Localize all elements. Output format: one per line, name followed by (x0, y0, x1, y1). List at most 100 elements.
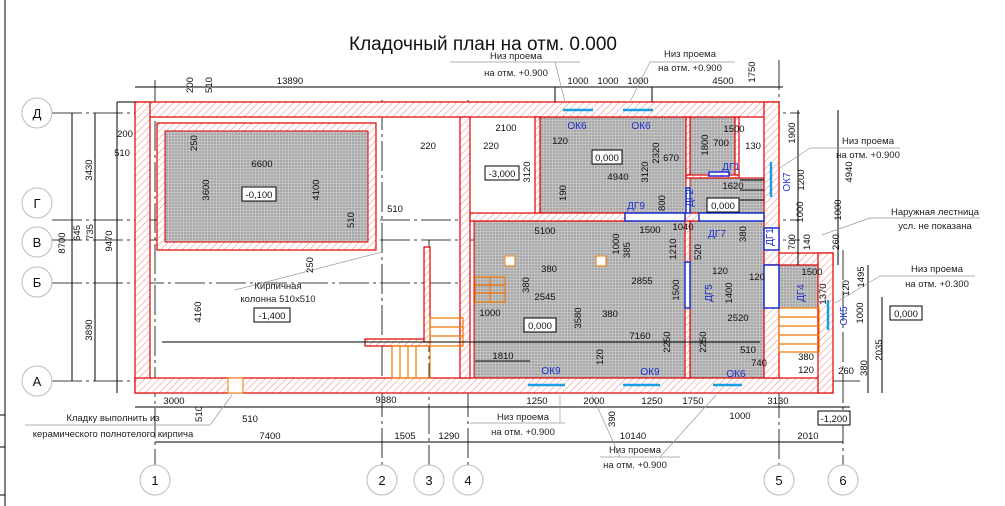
dim-text: 735 (85, 224, 96, 240)
column-opening (227, 377, 244, 394)
axis-label: 6 (839, 473, 846, 488)
axis-marker-col: 3 (413, 464, 445, 496)
dim-text: 2010 (797, 431, 818, 442)
dim-text: 4100 (311, 179, 322, 200)
dim-text: 5100 (534, 226, 555, 237)
dim-text: 4160 (193, 301, 204, 322)
dim-text: 200 (117, 129, 133, 140)
dim-text: 1200 (796, 169, 807, 190)
dim-text: 510 (387, 204, 403, 215)
dim-text: 120 (841, 280, 852, 296)
dim-text: 120 (798, 365, 814, 376)
dim-text: 3890 (84, 319, 95, 340)
dim-text: 1750 (747, 61, 758, 82)
dim-text: 2320 (651, 142, 662, 163)
column-marker (504, 255, 516, 267)
dim-text: 2000 (583, 396, 604, 407)
dim-text: 3580 (573, 307, 584, 328)
axis-marker-col: 1 (139, 464, 171, 496)
dim-text: 120 (749, 272, 765, 283)
level-value: -1,400 (259, 311, 286, 322)
tag-door: ДГ7 (708, 229, 726, 240)
annotation-notes: Низ проема на отм. +0.900 Низ проема на … (33, 49, 980, 471)
level-value: -1,200 (821, 414, 848, 425)
dimension-lines (25, 61, 980, 458)
axis-marker-col: 6 (827, 464, 859, 496)
dim-text: 380 (521, 277, 532, 293)
dim-text: 700 (787, 234, 798, 250)
dim-text: 8700 (57, 232, 68, 253)
dim-text: 3430 (84, 159, 95, 180)
level-mark: -1,400 (253, 307, 291, 323)
dim-text: 130 (745, 141, 761, 152)
tag-door: ДГ4 (796, 284, 807, 302)
stairs (391, 179, 820, 379)
axis-marker-col: 5 (763, 464, 795, 496)
dim-text: 1500 (723, 124, 744, 135)
column-marker (595, 255, 607, 267)
dim-text: 740 (751, 358, 767, 369)
level-mark: 0,000 (591, 149, 623, 165)
dim-text: 3120 (640, 161, 651, 182)
note-masonry: керамического полнотелого кирпича (33, 429, 194, 440)
dim-text: 1500 (639, 225, 660, 236)
dim-text: 200 (185, 77, 196, 93)
tag-door: ДГ9 (627, 201, 645, 212)
axis-label: 5 (775, 473, 782, 488)
dim-text: 1210 (668, 238, 679, 259)
dim-text: 250 (305, 257, 316, 273)
level-mark: -0,100 (241, 186, 277, 202)
dim-text: 380 (602, 309, 618, 320)
column-axis-markers: 1 2 3 4 5 6 (139, 464, 859, 496)
note-opening-top-left: Низ проема (490, 51, 543, 62)
note-opening-bottom-right: на отм. +0.900 (603, 460, 667, 471)
level-value: 0,000 (711, 201, 735, 212)
note-outer-stair: усл. не показана (898, 221, 972, 232)
dim-text: 1000 (567, 76, 588, 87)
dim-text: 10140 (620, 431, 646, 442)
dim-text: 2250 (698, 331, 709, 352)
axis-marker-row: Г (21, 187, 53, 219)
dim-text: 385 (622, 242, 633, 258)
dim-text: 1900 (787, 122, 798, 143)
dim-text: 190 (558, 185, 569, 201)
note-column: Кирпичная (254, 281, 301, 292)
dim-text: 800 (657, 195, 668, 211)
note-masonry: Кладку выполнить из (66, 413, 159, 424)
tag-window: ОК6 (631, 121, 651, 132)
level-value: -0,100 (246, 190, 273, 201)
dim-text: 380 (541, 264, 557, 275)
dim-text: 1810 (492, 351, 513, 362)
dim-text: 380 (859, 360, 870, 376)
dim-text: 140 (802, 234, 813, 250)
openings (528, 108, 830, 387)
note-opening-top-right: на отм. +0.900 (658, 63, 722, 74)
dim-text: 1000 (795, 201, 806, 222)
dim-text: 380 (738, 226, 749, 242)
axis-label: 2 (378, 473, 385, 488)
level-value: -3,000 (489, 169, 516, 180)
level-mark: 0,000 (706, 197, 740, 213)
dim-text: 7160 (629, 331, 650, 342)
tag-window: ОК9 (541, 366, 561, 377)
level-mark: -1,200 (817, 410, 851, 426)
note-opening-right: Низ проема (842, 136, 895, 147)
axis-label: 4 (464, 473, 471, 488)
dim-text: 1400 (724, 282, 735, 303)
dim-text: 3130 (767, 396, 788, 407)
dim-text: 510 (194, 406, 205, 422)
dim-text: 1000 (627, 76, 648, 87)
note-outer-stair: Наружная лестница (891, 207, 980, 218)
axis-marker-row: В (21, 226, 53, 258)
note-column: колонна 510x510 (240, 294, 315, 305)
level-marks: -0,100 -1,400 -3,000 0,000 0,000 0,000 0… (241, 149, 923, 426)
dim-text: 1370 (818, 283, 829, 304)
floor-slab-areas (156, 116, 820, 379)
note-opening-bottom-left: на отм. +0.900 (491, 427, 555, 438)
drawing-title: Кладочный план на отм. 0.000 (349, 34, 617, 55)
axis-label: В (33, 235, 42, 250)
tag-window: ОК5 (839, 306, 850, 326)
note-opening-bottom-left: Низ проема (497, 412, 550, 423)
